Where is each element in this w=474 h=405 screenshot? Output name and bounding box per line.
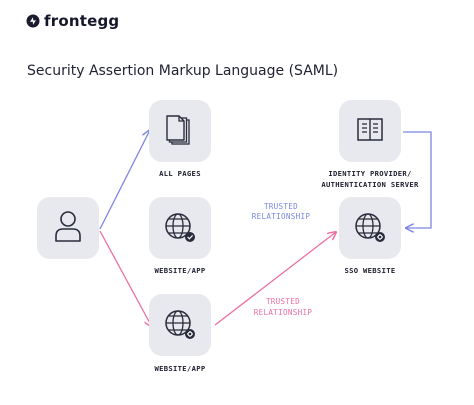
user-node [37, 197, 99, 259]
identity-provider-node [339, 100, 401, 162]
identity-provider-label-line1: IDENTITY PROVIDER/ [328, 169, 412, 178]
arrow-website-app-to-sso [214, 232, 336, 326]
arrow-user-to-website-app [99, 230, 152, 327]
sso-website-node [339, 197, 401, 259]
identity-provider-label-line2: AUTHENTICATION SERVER [321, 180, 419, 189]
globe-check-icon [165, 213, 195, 242]
all-pages-node [149, 100, 211, 162]
arrow-identity-to-sso [403, 131, 432, 228]
brand-logo: frontegg [26, 12, 119, 30]
documents-icon [166, 115, 190, 145]
website-app-top-label: WEBSITE/APP [154, 266, 206, 275]
diagram-title: Security Assertion Markup Language (SAML… [27, 63, 339, 79]
trusted-relationship-blue-line1: TRUSTED [263, 202, 299, 211]
trusted-relationship-pink-line1: TRUSTED [265, 297, 301, 306]
trusted-relationship-blue-line2: RELATIONSHIP [251, 212, 311, 221]
website-app-top-node [149, 197, 211, 259]
brand-name: frontegg [44, 12, 120, 30]
globe-gear-icon [165, 310, 195, 339]
website-app-bottom-node [149, 294, 211, 356]
website-app-bottom-label: WEBSITE/APP [154, 364, 206, 373]
all-pages-label: ALL PAGES [159, 169, 201, 178]
frontegg-logo-icon [26, 14, 40, 28]
sso-website-label: SSO WEBSITE [344, 266, 396, 275]
user-icon [55, 211, 81, 242]
globe-gear-icon [355, 213, 385, 242]
book-icon [357, 118, 383, 141]
trusted-relationship-pink-line2: RELATIONSHIP [253, 308, 313, 317]
arrow-user-to-all-pages [99, 130, 150, 230]
